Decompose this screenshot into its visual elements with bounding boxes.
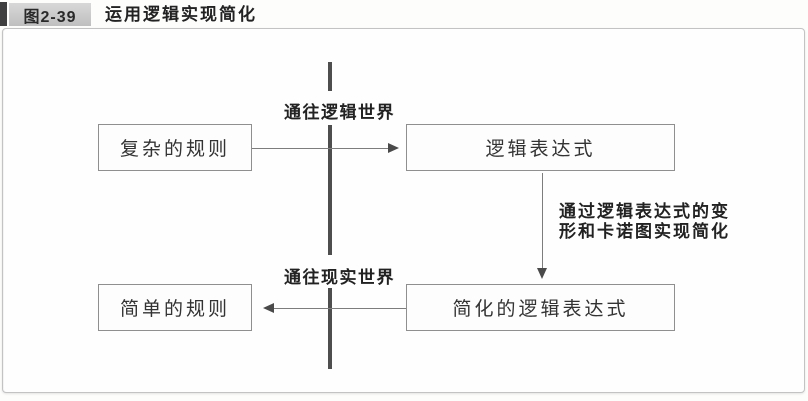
arrow-right-icon bbox=[388, 143, 399, 153]
world-divider-bar-bottom bbox=[328, 288, 332, 369]
world-divider-bar-top bbox=[328, 62, 332, 91]
label-to-real-world: 通往现实世界 bbox=[284, 268, 395, 287]
label-to-logic-world: 通往逻辑世界 bbox=[284, 103, 395, 122]
figure-badge-bar bbox=[0, 2, 7, 26]
diagram-panel: 通往逻辑世界 通往现实世界 通过逻辑表达式的变形和卡诺图实现简化 复杂的规则 逻… bbox=[2, 28, 805, 393]
figure-title: 运用逻辑实现简化 bbox=[105, 5, 257, 24]
arrow-complex-to-logic-line bbox=[252, 148, 389, 149]
label-simplify-note: 通过逻辑表达式的变形和卡诺图实现简化 bbox=[559, 202, 730, 241]
node-simplified-logic-expression: 简化的逻辑表达式 bbox=[406, 284, 675, 331]
arrow-logic-to-simplified-line bbox=[542, 173, 543, 268]
arrow-down-icon bbox=[537, 268, 547, 279]
figure-badge: 图2-39 bbox=[9, 3, 91, 26]
node-logic-expression: 逻辑表达式 bbox=[406, 124, 675, 171]
world-divider-bar-middle bbox=[328, 125, 332, 255]
node-simple-rules: 简单的规则 bbox=[98, 284, 252, 331]
arrow-left-icon bbox=[263, 303, 274, 313]
arrow-simplified-to-simple-line bbox=[274, 308, 406, 309]
node-complex-rules: 复杂的规则 bbox=[98, 124, 252, 171]
